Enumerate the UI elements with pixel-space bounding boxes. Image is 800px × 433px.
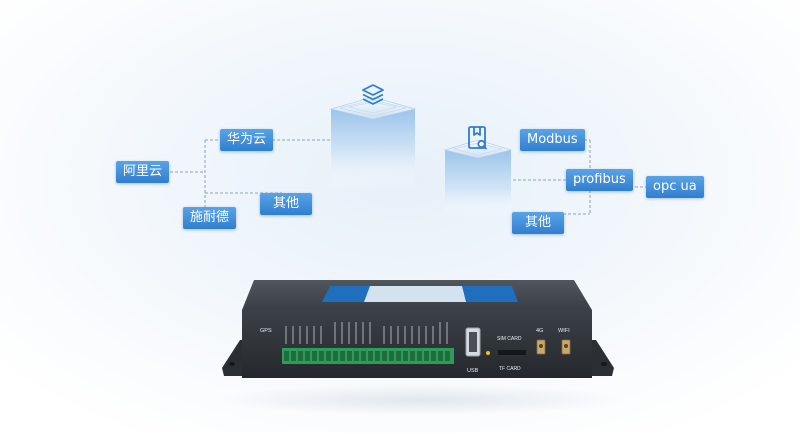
tag-modbus: Modbus [520, 129, 585, 151]
device-label-gps: GPS [260, 328, 272, 334]
tag-schneider: 施耐德 [183, 207, 237, 229]
tag-huawei-cloud: 华为云 [220, 129, 274, 151]
device-label-tf: TF CARD [499, 366, 521, 372]
tag-aliyun: 阿里云 [116, 161, 170, 183]
device-shadow [210, 385, 630, 415]
tag-right-other: 其他 [512, 212, 564, 234]
document-icon [468, 126, 488, 150]
device-label-usb: USB [467, 368, 479, 374]
device-label-sim: SIM CARD [497, 336, 522, 342]
tag-profibus: profibus [566, 169, 633, 191]
device-label-wifi: WIFI [558, 328, 570, 334]
tag-left-other: 其他 [260, 193, 312, 215]
tag-opc-ua: opc ua [646, 176, 704, 198]
layers-icon [362, 84, 384, 105]
device-label-4g: 4G [536, 328, 543, 334]
left-pillar [329, 96, 417, 190]
right-pillar [443, 139, 513, 218]
terminal-block [282, 348, 454, 364]
gateway-device: GPS USB SIM CARD TF CARD 4G WIFI [222, 280, 614, 378]
